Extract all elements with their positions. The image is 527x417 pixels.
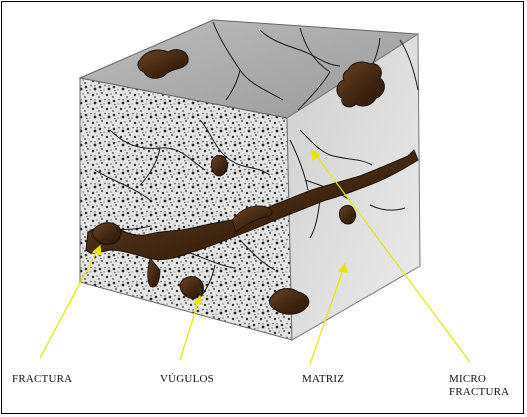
label-micro-fractura: MICRO FRACTURA — [449, 373, 509, 399]
label-matriz: MATRIZ — [302, 373, 344, 386]
label-fractura: FRACTURA — [12, 373, 72, 386]
label-vugulos: VÚGULOS — [160, 373, 214, 386]
leader-fractura — [40, 246, 100, 358]
vug-right-small — [339, 206, 355, 225]
vug-left-center — [211, 156, 227, 177]
